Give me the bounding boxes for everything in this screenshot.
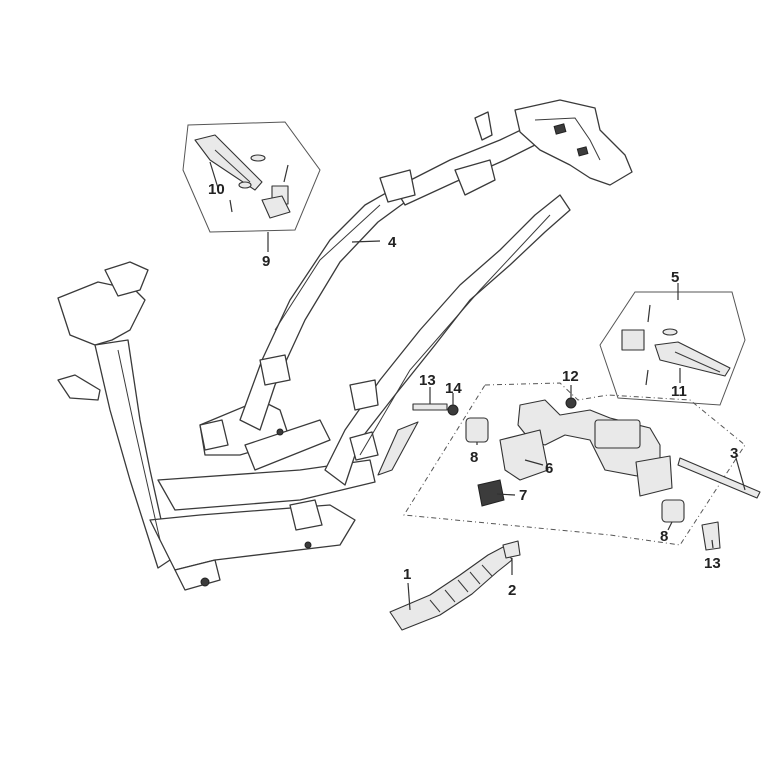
center-stand-6 [499, 399, 673, 497]
bolt-detail-5 [647, 304, 651, 323]
washer [250, 154, 266, 162]
callout-13-right: 13 [704, 555, 721, 572]
main-frame-4 [57, 99, 633, 591]
bolt-13-left [412, 403, 448, 411]
callout-2: 2 [508, 582, 516, 599]
callout-14: 14 [445, 380, 462, 397]
callout-11: 11 [671, 383, 687, 400]
stand-bracket-6 [499, 429, 549, 481]
rod-3 [677, 457, 761, 499]
washer-small [238, 181, 252, 189]
bushing-8-right [661, 499, 685, 523]
mounting-bracket-11 [654, 341, 731, 377]
bushing-8-left [465, 417, 489, 443]
washer-14 [447, 404, 459, 416]
stand-leg-right [635, 455, 673, 497]
callout-12: 12 [562, 368, 579, 385]
callout-9: 9 [262, 253, 270, 270]
callout-6: 6 [545, 460, 553, 477]
callout-4: 4 [388, 234, 397, 251]
detail-box-5 [599, 291, 746, 406]
washer-5 [662, 328, 678, 336]
leader-lines [209, 161, 746, 611]
callout-1: 1 [403, 566, 411, 583]
nut-12 [565, 397, 577, 409]
pin-detail-5 [645, 369, 649, 386]
callout-5: 5 [671, 269, 679, 286]
pin-detail [229, 199, 233, 213]
bolt-13-right [701, 521, 721, 551]
callout-3: 3 [730, 445, 738, 462]
stand-rubber-7 [477, 479, 505, 507]
callout-7: 7 [519, 487, 527, 504]
stand-assembly-box [403, 382, 746, 546]
callout-13-left: 13 [419, 372, 436, 389]
frame-spring [377, 421, 419, 476]
bracket-plate-5 [621, 329, 645, 351]
callout-8-right: 8 [660, 528, 668, 545]
bolt-detail [283, 164, 289, 183]
detail-box-9 [182, 121, 321, 233]
clamp-2 [502, 540, 521, 559]
bracket-clip [261, 195, 291, 219]
callout-8-left: 8 [470, 449, 478, 466]
callout-10: 10 [208, 181, 225, 198]
